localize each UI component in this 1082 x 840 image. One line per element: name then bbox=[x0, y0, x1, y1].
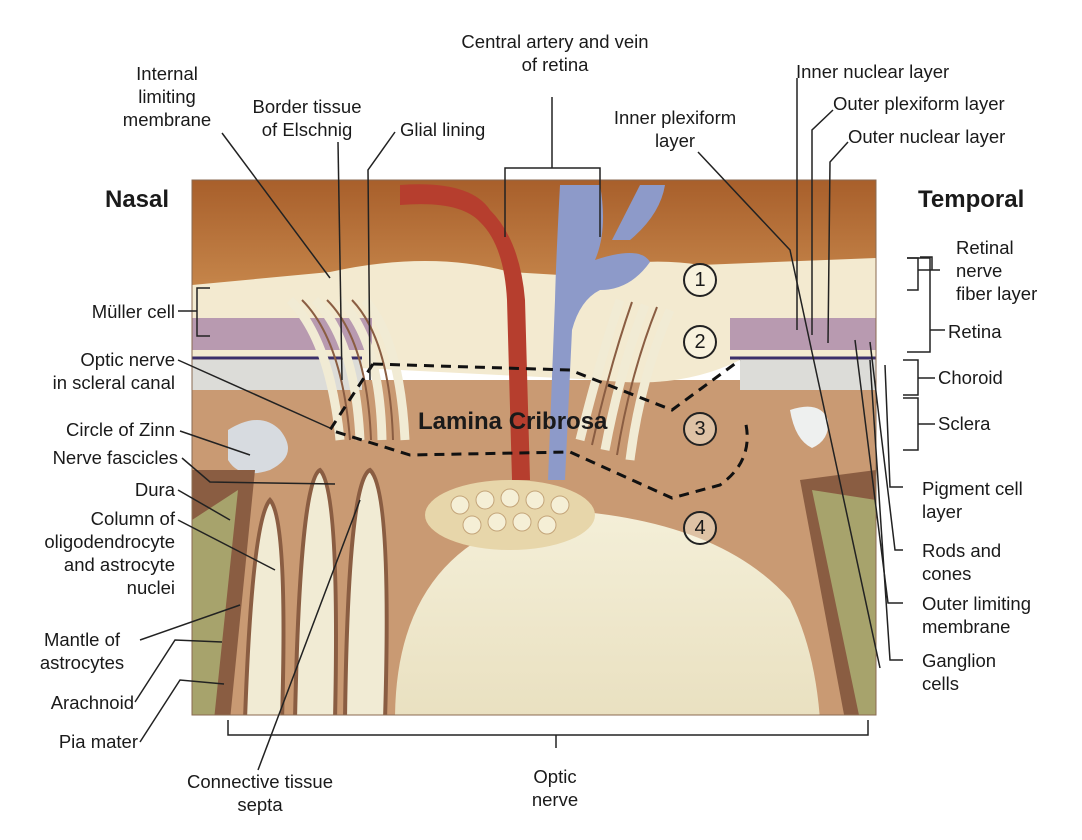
arachnoid-right bbox=[812, 490, 876, 715]
central-retinal-artery bbox=[400, 184, 530, 481]
label-muller-cell: Müller cell bbox=[91, 301, 175, 322]
label-circle-of-zinn: Circle of Zinn bbox=[66, 419, 175, 440]
label-inner-plexiform-layer: Inner plexiform layer bbox=[613, 107, 737, 151]
label-mantle-of-astrocytes: Mantle of astrocytes bbox=[39, 629, 125, 673]
temporal-label: Temporal bbox=[918, 186, 1025, 213]
optic-nerve-bulb bbox=[395, 510, 820, 715]
label-optic-nerve-scleral-canal: Optic nerve in scleral canal bbox=[52, 349, 175, 393]
label-inner-nuclear-layer: Inner nuclear layer bbox=[796, 61, 950, 82]
label-retinal-nerve-fiber-layer: Retinal nerve fiber layer bbox=[956, 237, 1038, 304]
zone-number-4: 4 bbox=[683, 511, 717, 545]
label-nerve-fascicles: Nerve fascicles bbox=[52, 447, 178, 468]
label-dura: Dura bbox=[134, 479, 175, 500]
zone-number-1: 1 bbox=[683, 263, 717, 297]
label-border-tissue-elschnig: Border tissue of Elschnig bbox=[252, 96, 362, 140]
label-sclera: Sclera bbox=[938, 413, 991, 434]
label-pia-mater: Pia mater bbox=[58, 731, 138, 752]
label-arachnoid: Arachnoid bbox=[50, 692, 134, 713]
nasal-label: Nasal bbox=[105, 186, 170, 213]
lamina-region-boundaries bbox=[327, 358, 749, 500]
label-outer-plexiform-layer: Outer plexiform layer bbox=[833, 93, 1005, 114]
temporal-retina-purple bbox=[730, 318, 876, 350]
label-connective-tissue-septa: Connective tissue septa bbox=[186, 771, 334, 815]
label-retina: Retina bbox=[948, 321, 1002, 342]
nerve-fascicle-columns bbox=[243, 467, 389, 715]
label-rods-and-cones: Rods and cones bbox=[922, 540, 1002, 584]
temporal-choroid bbox=[740, 360, 876, 390]
label-optic-nerve: Optic nerve bbox=[531, 766, 579, 810]
label-glial-lining: Glial lining bbox=[400, 119, 486, 140]
label-pigment-cell-layer: Pigment cell layer bbox=[922, 478, 1023, 522]
label-leader-lines bbox=[134, 78, 945, 771]
central-retinal-vein bbox=[548, 185, 650, 480]
label-central-artery-vein: Central artery and vein of retina bbox=[461, 31, 649, 75]
lamina-cribrosa-label: Lamina Cribrosa bbox=[418, 408, 608, 435]
zone-number-3: 3 bbox=[683, 412, 717, 446]
label-choroid: Choroid bbox=[938, 367, 1003, 388]
label-ganglion-cells: Ganglion cells bbox=[922, 650, 997, 694]
label-column-of-nuclei: Column of oligodendrocyte and astrocyte … bbox=[44, 508, 175, 598]
zone-number-2: 2 bbox=[683, 325, 717, 359]
label-outer-limiting-membrane: Outer limiting membrane bbox=[922, 593, 1031, 637]
circle-of-zinn-vessel bbox=[228, 420, 288, 474]
nerve-bundles bbox=[286, 296, 675, 461]
label-internal-limiting-membrane: Internal limiting membrane bbox=[122, 63, 212, 130]
arachnoid-left bbox=[192, 490, 238, 715]
label-outer-nuclear-layer: Outer nuclear layer bbox=[848, 126, 1006, 147]
